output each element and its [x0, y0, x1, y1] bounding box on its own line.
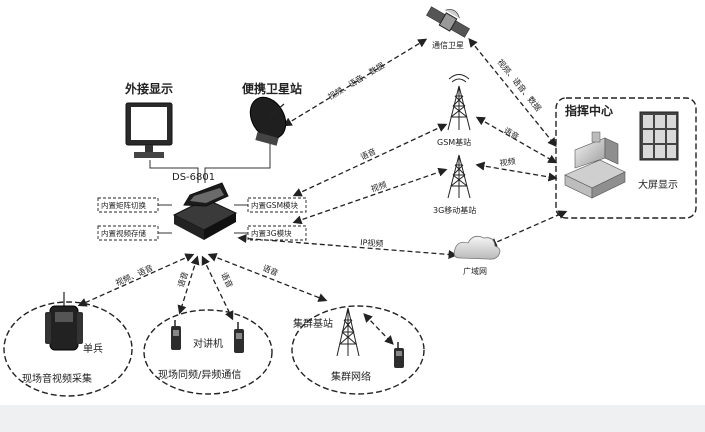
gsm-label: GSM基站: [437, 137, 471, 147]
portable-satellite-label: 便携卫星站: [242, 81, 302, 96]
soldier-label: 单兵: [83, 342, 103, 355]
module-left-top: [97, 197, 159, 213]
module-left-top-label: 内置矩阵切换: [101, 200, 146, 210]
link-label-gsm-voice: 语音: [359, 146, 378, 162]
module-right-bottom-label: 内置3G模块: [251, 228, 292, 238]
satellite-dish-icon: [249, 96, 287, 146]
link-satstation-satellite: [282, 38, 428, 127]
intercom-group-label: 现场同频/异频通信: [158, 368, 241, 381]
backpack-icon: [45, 292, 83, 351]
link-3g-commandcenter: [475, 161, 558, 182]
3g-label: 3G移动基站: [433, 205, 476, 215]
link-label-ip-video: IP视频: [360, 237, 384, 249]
monitor-icon: [125, 102, 173, 158]
device-model-label: DS-6801: [172, 172, 215, 183]
connection-lines: [77, 37, 568, 345]
network-diagram: 指挥中心 大屏显示 通信卫星 GSM基站 3G移动基站: [3, 6, 697, 397]
walkie-talkie-icon-a: [171, 320, 181, 350]
command-center-box: [555, 97, 697, 219]
walkie-talkie-icon-b: [234, 322, 244, 353]
satellite-icon: [426, 6, 470, 38]
module-right-bottom: [247, 225, 307, 241]
module-right-top: [247, 197, 307, 213]
satellite-label: 通信卫星: [432, 40, 464, 50]
module-left-bottom-label: 内置视频存储: [101, 228, 146, 238]
link-device-cluster: [207, 253, 328, 302]
intercom-group: [143, 309, 273, 395]
link-wan-commandcenter: [487, 210, 568, 247]
module-right-top-label: 内置GSM模块: [251, 200, 299, 210]
link-label-3g-cc: 视频: [499, 156, 516, 168]
wiring: [149, 140, 271, 234]
link-device-3g: [292, 167, 448, 225]
command-center-label: 指挥中心: [565, 103, 613, 118]
wan-label: 广域网: [463, 266, 487, 276]
big-screen-label: 大屏显示: [638, 178, 678, 191]
cluster-tower-icon: [336, 307, 360, 357]
link-label-intercom-b: 语音: [219, 270, 235, 289]
building-icon: [564, 131, 626, 199]
diagram-canvas: 指挥中心 大屏显示 通信卫星 GSM基站 3G移动基站: [0, 0, 705, 405]
cloud-icon: [453, 235, 501, 260]
link-label-gsm-cc: 语音: [502, 125, 521, 142]
handset-icon: [394, 342, 404, 368]
gsm-tower-icon: [447, 74, 471, 131]
link-device-soldier: [77, 253, 195, 307]
link-device-wan: [237, 233, 458, 260]
cluster-group: [291, 305, 425, 395]
portable-device-icon: [172, 182, 238, 240]
av-capture-group: [3, 301, 133, 397]
cluster-net-label: 集群网络: [331, 370, 371, 383]
3g-tower-icon: [447, 154, 471, 199]
link-cluster-handset: [363, 313, 394, 345]
external-display-label: 外接显示: [125, 81, 173, 96]
link-device-intercom-a: [177, 255, 200, 315]
link-label-intercom-a: 语音: [175, 270, 189, 288]
module-left-bottom: [97, 225, 159, 241]
walkie-talkie-label: 对讲机: [193, 337, 223, 350]
cluster-station-label: 集群基站: [293, 317, 333, 330]
bottom-strip: [0, 405, 705, 432]
av-capture-label: 现场音视频采集: [22, 372, 92, 385]
link-gsm-commandcenter: [475, 116, 558, 164]
link-label-sat-right: 视频、语音、数据: [495, 57, 543, 113]
big-screen-icon: [639, 111, 679, 161]
module-boxes: 内置矩阵切换 内置视频存储 内置GSM模块 内置3G模块: [97, 197, 307, 241]
link-label-sat-left: 视频、语音、数据: [326, 60, 386, 102]
link-label-3g-video: 视频: [369, 179, 387, 194]
